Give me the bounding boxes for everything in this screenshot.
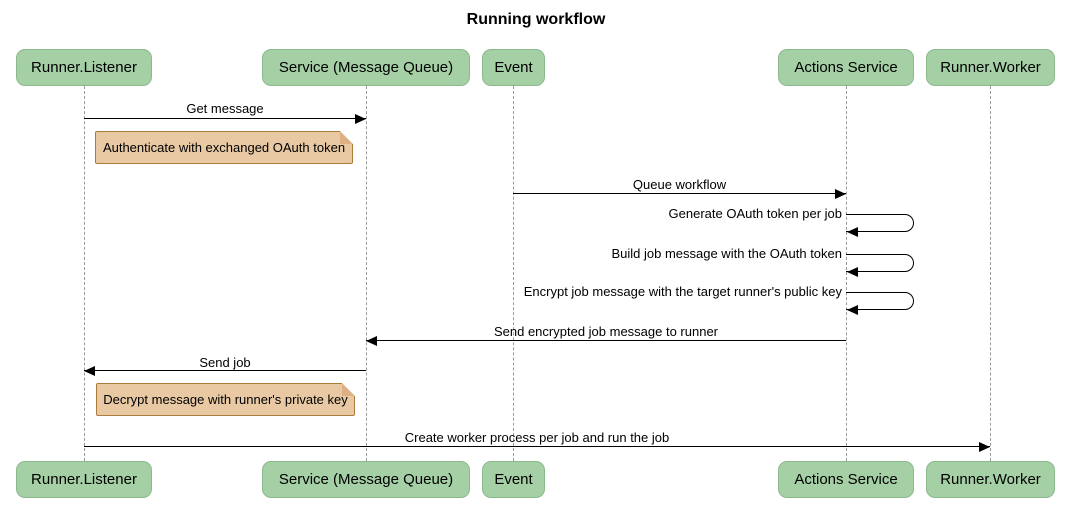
message-line-send-encrypted-job	[366, 340, 846, 341]
message-label-send-encrypted-job: Send encrypted job message to runner	[493, 324, 719, 339]
message-label-queue-workflow: Queue workflow	[632, 177, 727, 192]
arrowhead-left-icon	[847, 227, 858, 237]
message-label-build-job-message: Build job message with the OAuth token	[611, 246, 842, 261]
message-label-generate-oauth-token: Generate OAuth token per job	[668, 206, 842, 221]
arrowhead-right-icon	[355, 114, 366, 124]
message-label-encrypt-job-message: Encrypt job message with the target runn…	[523, 284, 842, 299]
note-fold-corner-icon	[340, 131, 353, 144]
arrowhead-left-icon	[847, 267, 858, 277]
lifeline-runner-listener	[84, 86, 85, 461]
actor-bottom-service-message-queue: Service (Message Queue)	[262, 461, 470, 498]
arrowhead-left-icon	[84, 366, 95, 376]
lifeline-event	[513, 86, 514, 461]
message-line-get-message	[84, 118, 366, 119]
self-loop-build-job-message	[846, 254, 914, 272]
actor-top-runner-listener: Runner.Listener	[16, 49, 152, 86]
diagram-title: Running workflow	[466, 11, 606, 28]
note-text: Authenticate with exchanged OAuth token	[102, 140, 346, 155]
note-authenticate: Authenticate with exchanged OAuth token	[95, 131, 353, 164]
note-text: Decrypt message with runner's private ke…	[103, 392, 348, 407]
arrowhead-right-icon	[979, 442, 990, 452]
message-line-create-worker	[84, 446, 990, 447]
actor-top-event: Event	[482, 49, 545, 86]
arrowhead-left-icon	[366, 336, 377, 346]
lifeline-actions-service	[846, 86, 847, 461]
message-label-send-job: Send job	[199, 355, 251, 370]
message-line-send-job	[84, 370, 366, 371]
message-label-get-message: Get message	[186, 101, 264, 116]
actor-top-runner-worker: Runner.Worker	[926, 49, 1055, 86]
lifeline-runner-worker	[990, 86, 991, 461]
lifeline-service-message-queue	[366, 86, 367, 461]
actor-bottom-runner-listener: Runner.Listener	[16, 461, 152, 498]
arrowhead-right-icon	[835, 189, 846, 199]
note-fold-corner-icon	[342, 383, 355, 396]
message-line-queue-workflow	[513, 193, 846, 194]
note-decrypt: Decrypt message with runner's private ke…	[96, 383, 355, 416]
actor-bottom-actions-service: Actions Service	[778, 461, 914, 498]
arrowhead-left-icon	[847, 305, 858, 315]
actor-bottom-runner-worker: Runner.Worker	[926, 461, 1055, 498]
actor-top-actions-service: Actions Service	[778, 49, 914, 86]
self-loop-encrypt-job-message	[846, 292, 914, 310]
actor-bottom-event: Event	[482, 461, 545, 498]
actor-top-service-message-queue: Service (Message Queue)	[262, 49, 470, 86]
message-label-create-worker: Create worker process per job and run th…	[404, 430, 670, 445]
self-loop-generate-oauth-token	[846, 214, 914, 232]
